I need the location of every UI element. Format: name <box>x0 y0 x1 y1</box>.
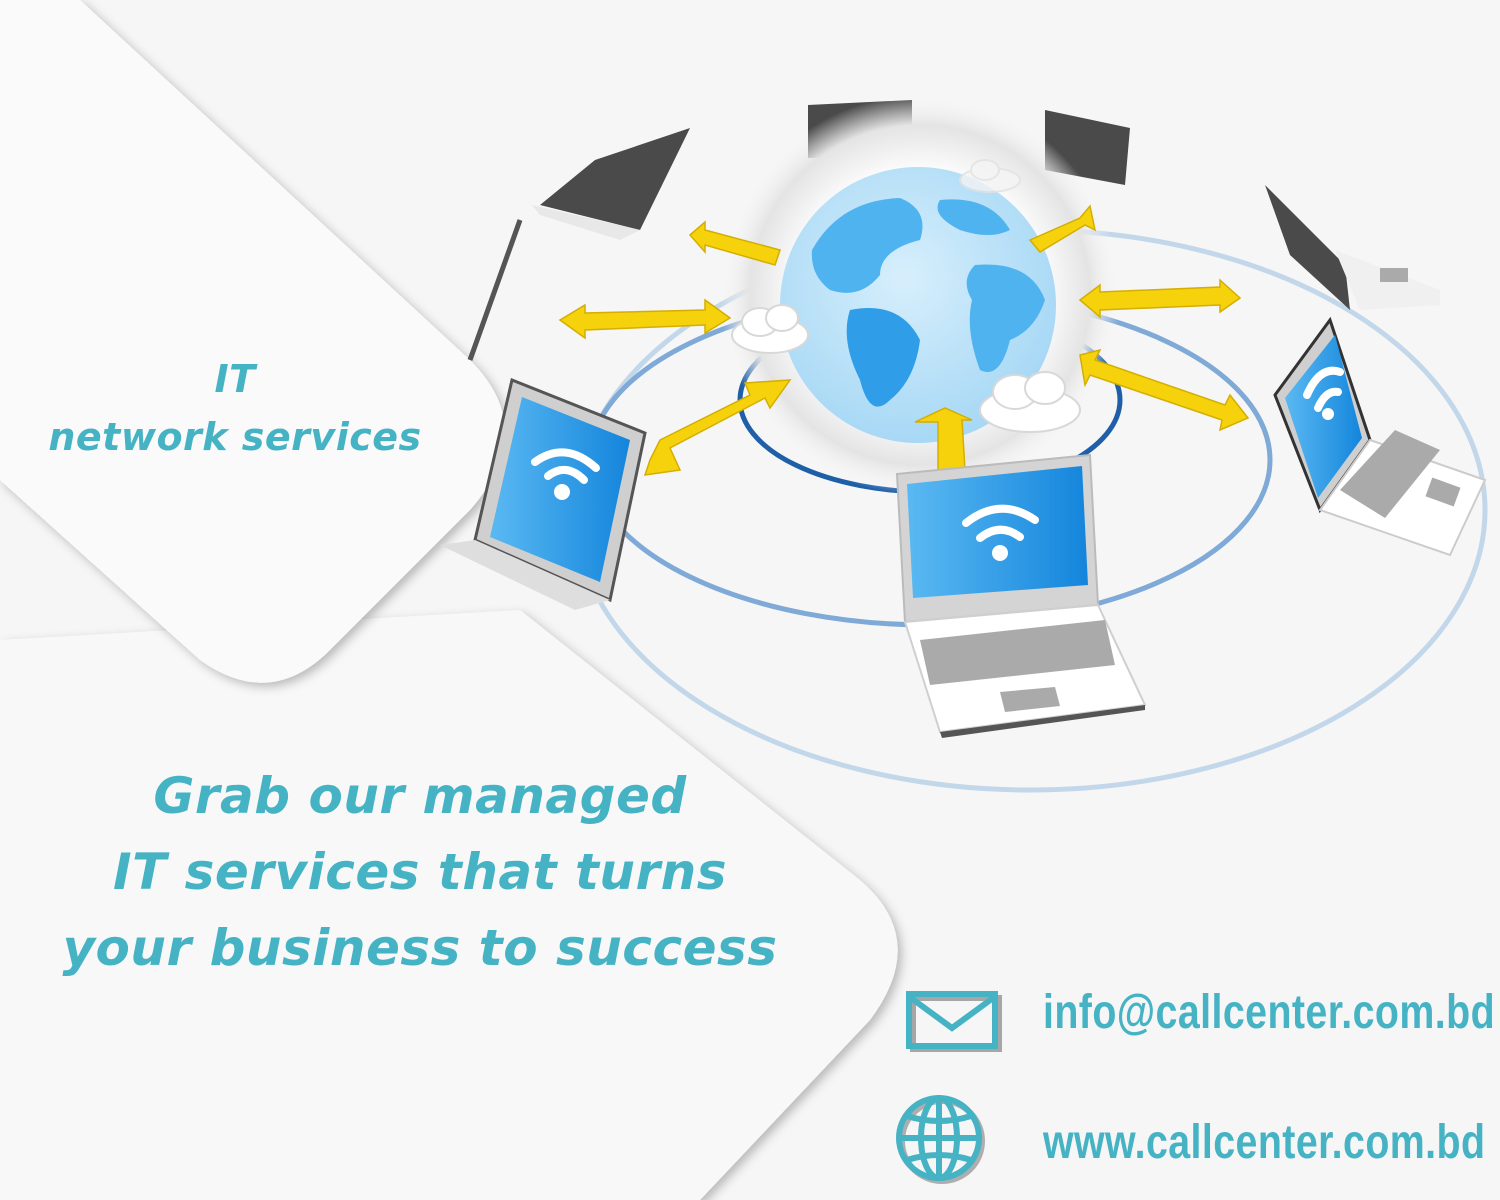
tagline-line-3: your business to success <box>62 919 778 977</box>
title-line-1: IT <box>214 357 256 401</box>
laptop-left-edge <box>467 219 523 361</box>
laptop-front-right <box>1273 316 1487 557</box>
tagline-line-1: Grab our managed <box>153 767 687 825</box>
cloud-3 <box>959 159 1021 193</box>
title-line-2: network services <box>48 415 422 459</box>
laptop-front-center <box>895 453 1147 738</box>
cloud-1 <box>731 304 809 354</box>
globe <box>780 167 1056 443</box>
laptop-back-4 <box>1265 185 1440 310</box>
wifi-icon <box>531 366 1344 542</box>
globe-icon <box>896 1095 985 1184</box>
tagline: Grab our managed IT services that turns … <box>20 758 820 986</box>
page-title: IT network services <box>0 350 470 466</box>
tagline-line-2: IT services that turns <box>113 843 727 901</box>
email-link[interactable]: info@callcenter.com.bd <box>1043 986 1496 1039</box>
envelope-icon <box>906 991 1002 1052</box>
double-arrow-icon <box>558 204 1250 476</box>
laptop-front-left <box>440 377 647 610</box>
website-link[interactable]: www.callcenter.com.bd <box>1043 1116 1486 1169</box>
laptop-back-1 <box>532 128 690 240</box>
cloud-2 <box>979 371 1081 433</box>
